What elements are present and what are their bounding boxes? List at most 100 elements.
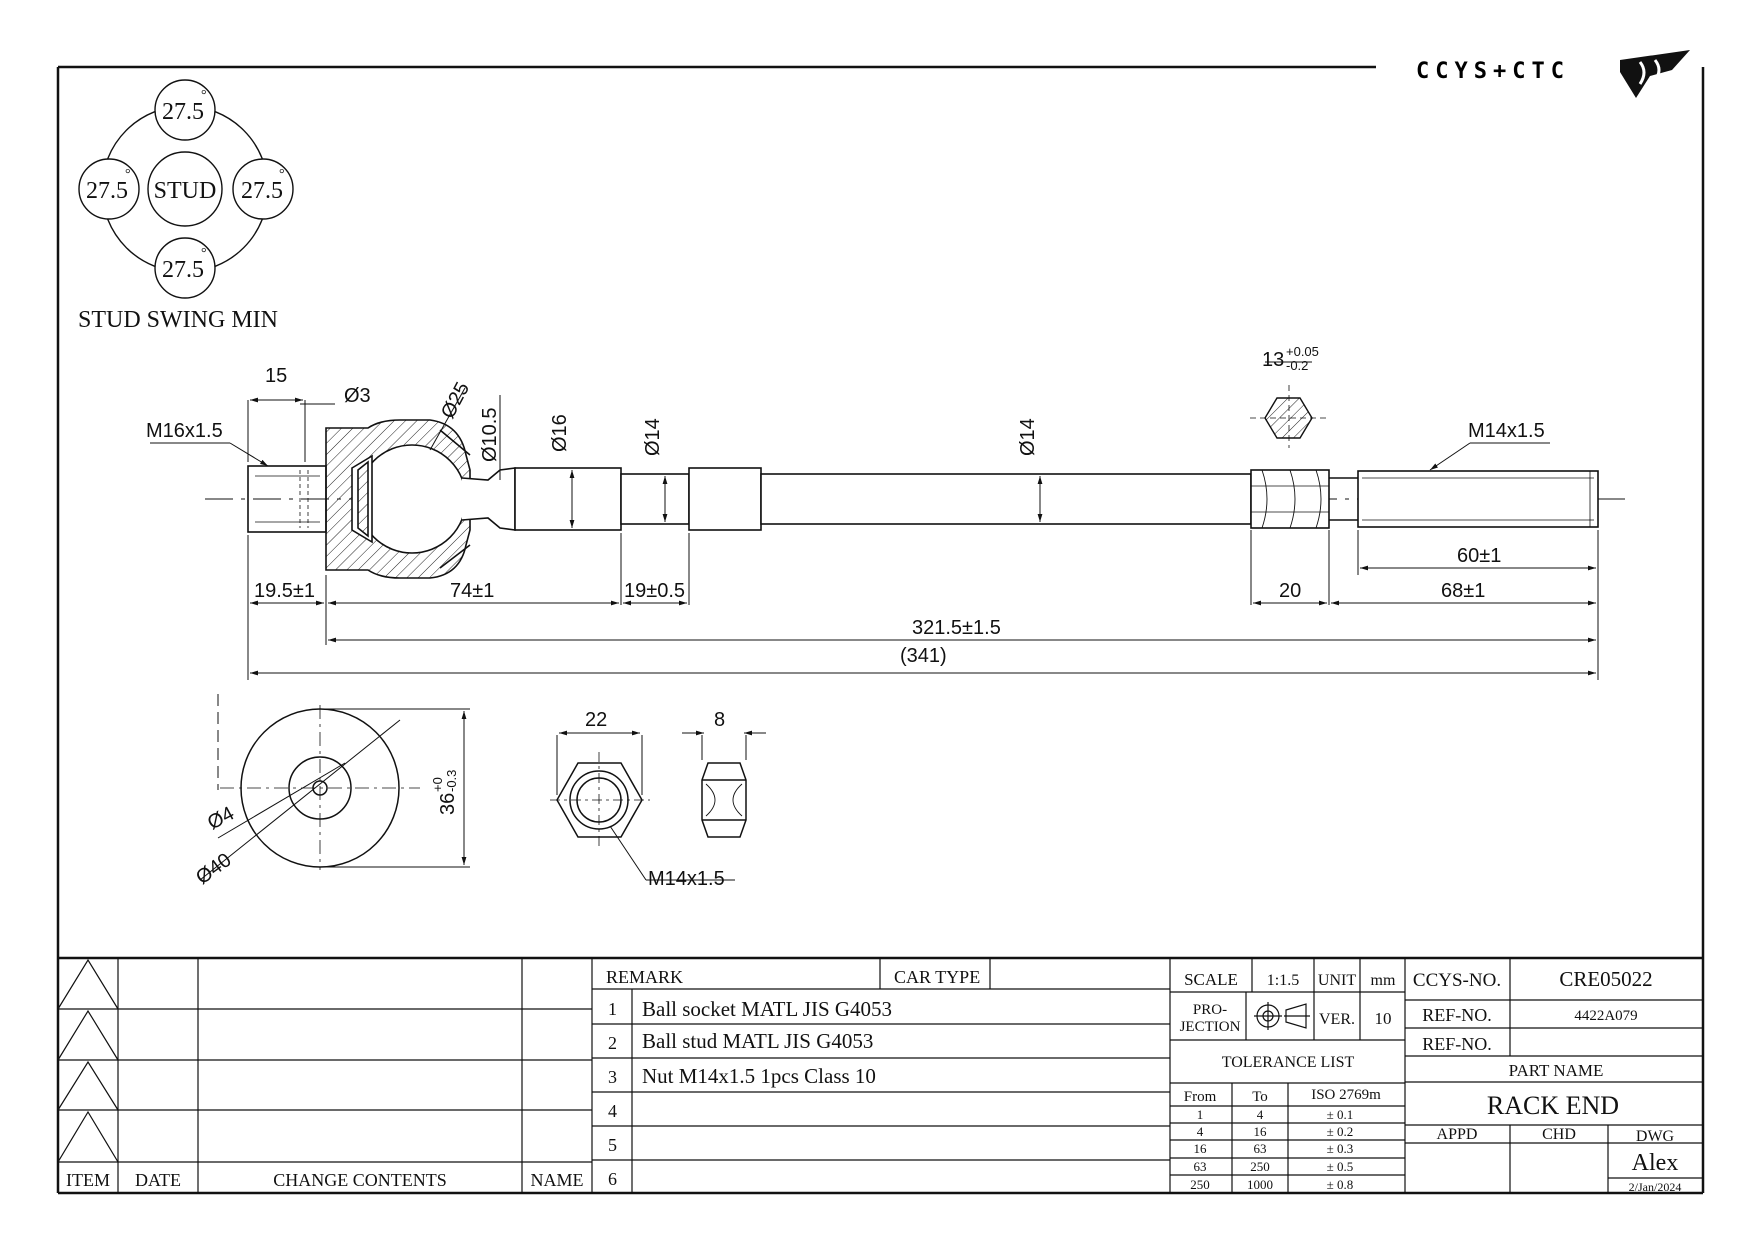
rev-header-change: CHANGE CONTENTS <box>273 1170 447 1190</box>
part-name-value: RACK END <box>1487 1091 1619 1120</box>
nut-side-view <box>682 730 766 838</box>
projection-label-2: JECTION <box>1180 1019 1241 1035</box>
company-logo: CCYS+CTC <box>1416 50 1690 98</box>
dim-dia14-b: Ø14 <box>1017 418 1039 456</box>
tol-header-iso: ISO 2769m <box>1311 1087 1381 1103</box>
dim-36-tol-dn: -0.3 <box>444 770 459 792</box>
degree-mark: ° <box>279 167 285 182</box>
tol-from: 1 <box>1197 1107 1204 1122</box>
swing-angle-bottom: 27.5 <box>162 257 204 283</box>
nut-front-view <box>550 730 735 881</box>
dwg-label: DWG <box>1636 1128 1675 1145</box>
tol-value: ± 0.8 <box>1327 1177 1354 1192</box>
dim-19-5: 19.5±1 <box>254 580 315 602</box>
rev-header-name: NAME <box>531 1170 584 1190</box>
dim-hex-13-tol-up: +0.05 <box>1286 344 1319 359</box>
tol-to: 4 <box>1257 1107 1264 1122</box>
tolerance-title: TOLERANCE LIST <box>1222 1054 1355 1071</box>
remark-no: 5 <box>608 1135 617 1155</box>
tol-value: ± 0.5 <box>1327 1159 1354 1174</box>
ref-no-value: 4422A079 <box>1574 1008 1637 1024</box>
tol-to: 250 <box>1250 1159 1270 1174</box>
dim-68: 68±1 <box>1441 580 1485 602</box>
dim-dia3: Ø3 <box>344 385 371 407</box>
dimension-lines <box>150 361 1599 680</box>
ccys-no-value: CRE05022 <box>1559 967 1652 991</box>
tol-header-from: From <box>1184 1089 1217 1105</box>
dim-dia16: Ø16 <box>549 414 571 452</box>
rev-header-date: DATE <box>135 1170 181 1190</box>
remark-no: 6 <box>608 1169 617 1189</box>
remark-no: 4 <box>608 1101 617 1121</box>
tol-from: 63 <box>1194 1159 1207 1174</box>
dim-m14-end: M14x1.5 <box>1468 420 1545 442</box>
remark-header: REMARK <box>606 967 683 987</box>
appd-label: APPD <box>1437 1126 1478 1143</box>
dim-nut-22: 22 <box>585 709 607 731</box>
tol-value: ± 0.3 <box>1327 1141 1354 1156</box>
tol-from: 16 <box>1194 1141 1208 1156</box>
dim-341: (341) <box>900 645 947 667</box>
dim-hex-13: 13 <box>1262 349 1284 371</box>
rev-header-item: ITEM <box>66 1170 110 1190</box>
dim-dia10-5: Ø10.5 <box>479 408 501 462</box>
dim-60: 60±1 <box>1457 545 1501 567</box>
dim-dia14-a: Ø14 <box>642 418 664 456</box>
drawn-by: Alex <box>1632 1150 1679 1176</box>
ver-label: VER. <box>1319 1011 1355 1028</box>
scale-value: 1:1.5 <box>1267 972 1299 989</box>
remark-text: Nut M14x1.5 1pcs Class 10 <box>642 1064 876 1088</box>
logo-text: CCYS+CTC <box>1416 59 1570 84</box>
unit-value: mm <box>1371 972 1396 989</box>
chd-label: CHD <box>1542 1126 1576 1143</box>
tol-from: 250 <box>1190 1177 1210 1192</box>
projection-label-1: PRO- <box>1193 1002 1227 1018</box>
tol-to: 1000 <box>1247 1177 1273 1192</box>
degree-mark: ° <box>201 88 207 103</box>
part-name-label: PART NAME <box>1509 1061 1604 1080</box>
remark-no: 3 <box>608 1067 617 1087</box>
projection-symbol-icon <box>1254 1002 1310 1030</box>
swing-angle-right: 27.5 <box>241 178 283 204</box>
hex-cross-section <box>1250 385 1328 448</box>
dim-nut-thread: M14x1.5 <box>648 868 725 890</box>
dim-36-tol-up: +0 <box>430 777 445 792</box>
swing-angle-left: 27.5 <box>86 178 128 204</box>
unit-label: UNIT <box>1318 972 1356 989</box>
remark-text: Ball socket MATL JIS G4053 <box>642 997 892 1021</box>
dim-20: 20 <box>1279 580 1301 602</box>
scale-label: SCALE <box>1184 970 1238 989</box>
stud-swing-caption: STUD SWING MIN <box>78 307 278 333</box>
dim-hex-13-tol-dn: -0.2 <box>1286 358 1308 373</box>
dim-321-5: 321.5±1.5 <box>912 617 1001 639</box>
title-block-grid <box>57 958 1703 1193</box>
socket-end-view <box>199 694 470 881</box>
remark-no: 2 <box>608 1033 617 1053</box>
rack-end-side-view <box>205 419 1625 579</box>
tol-header-to: To <box>1252 1089 1268 1105</box>
car-type-label: CAR TYPE <box>894 967 980 987</box>
tol-value: ± 0.2 <box>1327 1124 1354 1139</box>
ver-value: 10 <box>1375 1009 1392 1028</box>
degree-mark: ° <box>201 246 207 261</box>
degree-mark: ° <box>125 167 131 182</box>
ref-no-label-2: REF-NO. <box>1422 1034 1492 1054</box>
tol-to: 16 <box>1254 1124 1268 1139</box>
dim-dia25: Ø25 <box>437 379 474 423</box>
dim-36: 36 <box>437 793 459 815</box>
ref-no-label: REF-NO. <box>1422 1005 1492 1025</box>
tol-to: 63 <box>1254 1141 1267 1156</box>
logo-mark-icon <box>1620 50 1690 98</box>
remark-text: Ball stud MATL JIS G4053 <box>642 1029 873 1053</box>
stud-swing-diagram <box>78 79 294 299</box>
ccys-no-label: CCYS-NO. <box>1413 970 1501 991</box>
swing-angle-top: 27.5 <box>162 99 204 125</box>
tol-from: 4 <box>1197 1124 1204 1139</box>
dim-19-05: 19±0.5 <box>624 580 685 602</box>
dim-nut-8: 8 <box>714 709 725 731</box>
dim-74: 74±1 <box>450 580 494 602</box>
drawing-date: 2/Jan/2024 <box>1629 1180 1682 1194</box>
dim-m16: M16x1.5 <box>146 420 223 442</box>
dim-15: 15 <box>265 365 287 387</box>
